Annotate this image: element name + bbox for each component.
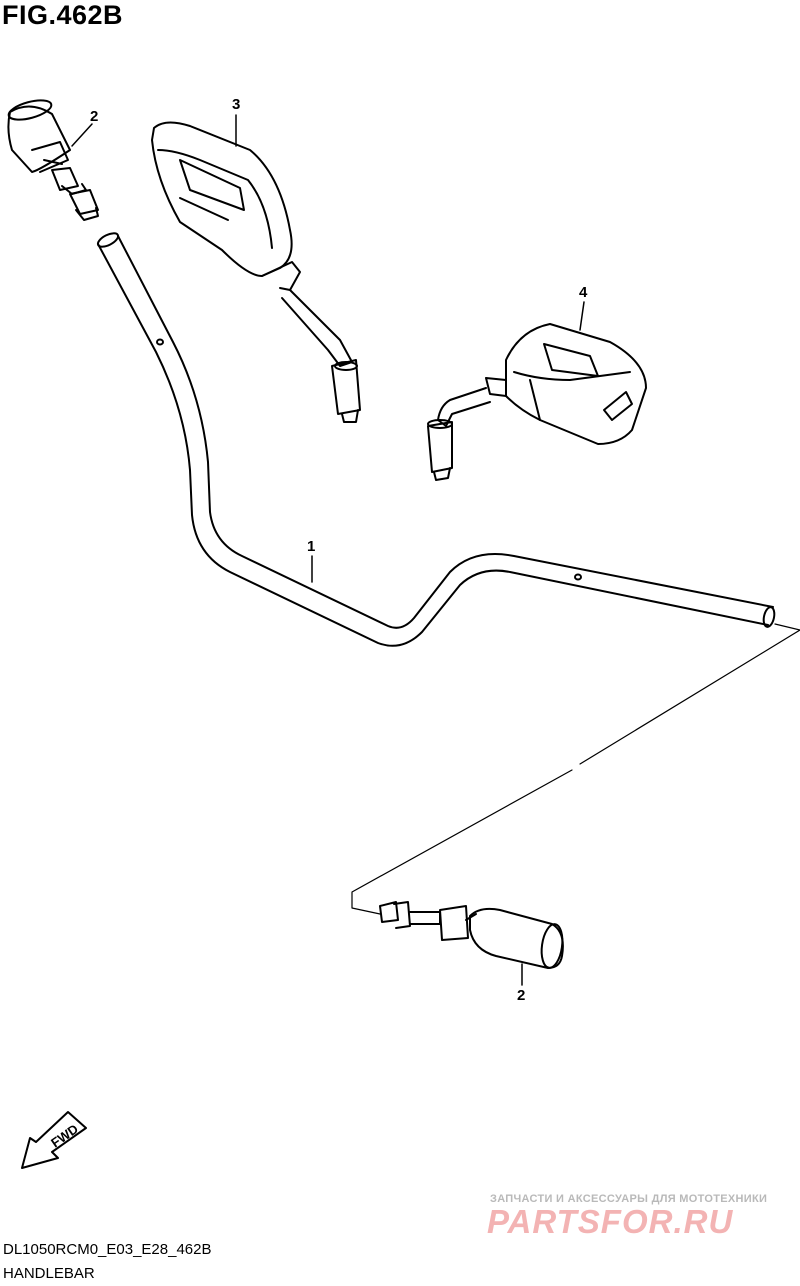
callout-part-2-bottom: 2 bbox=[517, 987, 526, 1004]
callout-part-3: 3 bbox=[232, 96, 241, 113]
handlebar bbox=[96, 232, 776, 647]
callout-part-1: 1 bbox=[307, 538, 316, 555]
figure-code: DL1050RCM0_E03_E28_462B bbox=[3, 1241, 212, 1258]
callout-part-2-top: 2 bbox=[90, 108, 99, 125]
figure-title: FIG.462B bbox=[2, 0, 124, 30]
callout-part-4: 4 bbox=[579, 284, 588, 301]
watermark-tagline: ЗАПЧАСТИ И АКСЕССУАРЫ ДЛЯ МОТОТЕХНИКИ bbox=[490, 1193, 768, 1205]
mirror-right bbox=[151, 121, 361, 423]
fwd-arrow-icon: FWD bbox=[21, 1111, 87, 1169]
callout-leaders bbox=[71, 114, 585, 986]
figure-name: HANDLEBAR bbox=[3, 1265, 95, 1282]
bar-end-weight-bottom bbox=[379, 901, 564, 969]
bar-end-weight-top bbox=[7, 99, 99, 221]
dashed-leader bbox=[351, 623, 800, 915]
watermark-brand: PARTSFOR.RU bbox=[487, 1203, 734, 1240]
mirror-left bbox=[427, 323, 647, 481]
